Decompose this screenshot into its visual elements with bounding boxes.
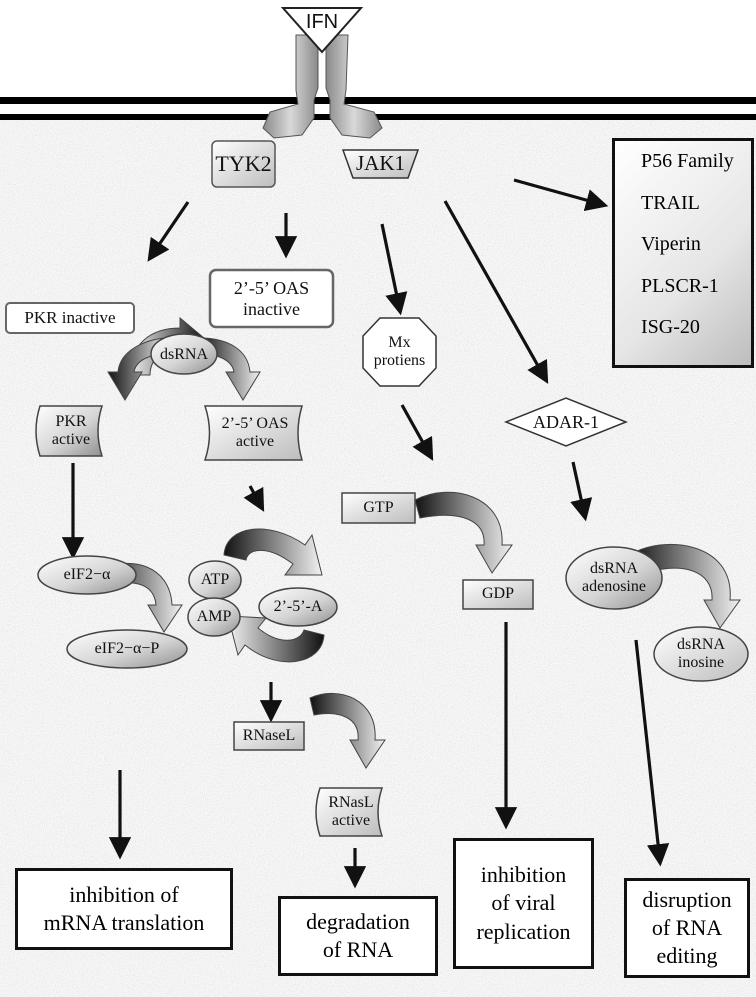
isg-list-item: TRAIL [641, 191, 700, 214]
rnasl-active-line2: active [331, 812, 371, 829]
gtp-hydrolysis-arc [414, 491, 513, 574]
outcome-translation-inhibition: inhibition of mRNA translation [15, 868, 233, 950]
arrow-to-editing-disruption [634, 639, 670, 867]
arrow-adar-to-substrate [570, 461, 593, 522]
adar1-label: ADAR-1 [533, 411, 599, 432]
outcome-editing-line2: of RNA [651, 914, 723, 940]
oas-inactive-box [208, 268, 335, 329]
atp-to-25a-arc [223, 528, 323, 576]
mx-octagon [362, 317, 437, 387]
rnasel-box [233, 721, 305, 751]
oas-active-line2: active [235, 433, 275, 450]
dsrna-inosine-ellipse [653, 626, 749, 682]
amp-label: AMP [196, 607, 232, 625]
pkr-active-shape [35, 405, 104, 457]
mx-line1: Mx [388, 333, 411, 351]
amp-ellipse [187, 597, 241, 637]
rnasl-active-label: RNasL active [318, 790, 384, 834]
outcome-viral-line1: inhibition [480, 862, 567, 888]
atp-label: ATP [200, 570, 230, 588]
ifn-label: IFN [305, 10, 339, 33]
gtp-label: GTP [363, 498, 394, 516]
eif2a-p-ellipse [66, 629, 188, 669]
dsrna-ellipse [150, 333, 218, 375]
oas-inactive-label: 2’-5’ OAS inactive [210, 272, 333, 325]
rnasel-activation-arc [309, 693, 386, 769]
gdp-box [462, 579, 534, 610]
tyk2-box [211, 140, 276, 188]
inosine-line2: inosine [677, 654, 725, 671]
outcome-rna-degradation: degradation of RNA [278, 896, 438, 976]
outcome-viral-inhibition: inhibition of viral replication [453, 838, 594, 969]
oas-active-label: 2’-5’ OAS active [207, 409, 303, 457]
isg-list-item: Viperin [641, 233, 701, 255]
adenosine-line2: adenosine [582, 578, 646, 595]
rnasl-active-shape [315, 787, 384, 837]
adenosine-line1: dsRNA [589, 559, 638, 577]
isg-list-item: ISG-20 [641, 316, 700, 338]
mx-label: Mx protiens [363, 322, 436, 382]
oas-active-shape [203, 405, 304, 461]
dsrna-adenosine-label: dsRNA adenosine [567, 554, 661, 602]
rnasl-active-line1: RNasL [328, 793, 374, 811]
arrow-to-adar [443, 200, 549, 384]
pkr-active-line1: PKR [55, 412, 87, 430]
pkr-inactive-label: PKR inactive [24, 308, 116, 328]
arrow-mx-to-gtp [400, 404, 434, 461]
inosine-line1: dsRNA [676, 635, 725, 653]
oas-inactive-line2: inactive [243, 298, 300, 319]
arrow-oas-to-cycle [243, 485, 265, 512]
eif2a-ellipse [37, 555, 137, 595]
arrow-to-pkr [147, 201, 190, 262]
isg-list-item: PLSCR-1 [641, 274, 719, 297]
tyk2-label: TYK2 [215, 151, 272, 177]
pkr-active-line2: active [51, 431, 91, 448]
mx-line2: protiens [373, 352, 426, 369]
isg-list-item: P56 Family [641, 150, 734, 172]
receptor-subunit-right [325, 34, 383, 139]
adar1-diamond [503, 397, 629, 447]
membrane-inner-line [0, 114, 756, 120]
outcome-degradation-line1: degradation [306, 908, 410, 934]
outcome-degradation-line2: of RNA [322, 937, 394, 962]
25a-to-amp-arc [227, 615, 325, 663]
jak1-trapezoid [341, 149, 420, 179]
outcome-translation-line1: inhibition of [69, 881, 179, 907]
outcome-editing-line1: disruption [642, 886, 732, 912]
eif2a-label: eIF2−α [63, 565, 111, 583]
outcome-viral-line3: replication [476, 918, 571, 944]
25a-label: 2’-5’-A [273, 597, 323, 615]
other-isg-list: P56 Family TRAIL Viperin PLSCR-1 ISG-20 [612, 138, 754, 368]
outcome-editing-line3: editing [656, 943, 718, 969]
jak1-label: JAK1 [355, 150, 405, 175]
outcome-editing-disruption: disruption of RNA editing [624, 878, 750, 978]
gdp-label: GDP [481, 585, 514, 603]
dsrna-label: dsRNA [159, 345, 208, 363]
dsrna-adenosine-ellipse [565, 546, 663, 610]
oas-active-line1: 2’-5’ OAS [221, 414, 289, 432]
gtp-box [341, 492, 416, 524]
rnasel-label: RNaseL [242, 726, 296, 744]
25a-ellipse [258, 587, 338, 627]
arrow-to-mx [380, 223, 408, 316]
pkr-inactive-box [5, 302, 135, 334]
pkr-active-label: PKR active [38, 408, 104, 454]
eif2a-p-label: eIF2−α−P [94, 639, 160, 657]
ifn-ligand-triangle [280, 7, 364, 54]
membrane-outer-line [0, 97, 756, 104]
arrow-to-isg-list [513, 178, 609, 211]
oas-inactive-line1: 2’-5’ OAS [233, 277, 310, 298]
outcome-viral-line2: of viral [491, 890, 556, 916]
dsrna-inosine-label: dsRNA inosine [656, 630, 746, 678]
receptor-subunit-left [262, 34, 319, 139]
outcome-translation-line2: mRNA translation [43, 910, 205, 935]
